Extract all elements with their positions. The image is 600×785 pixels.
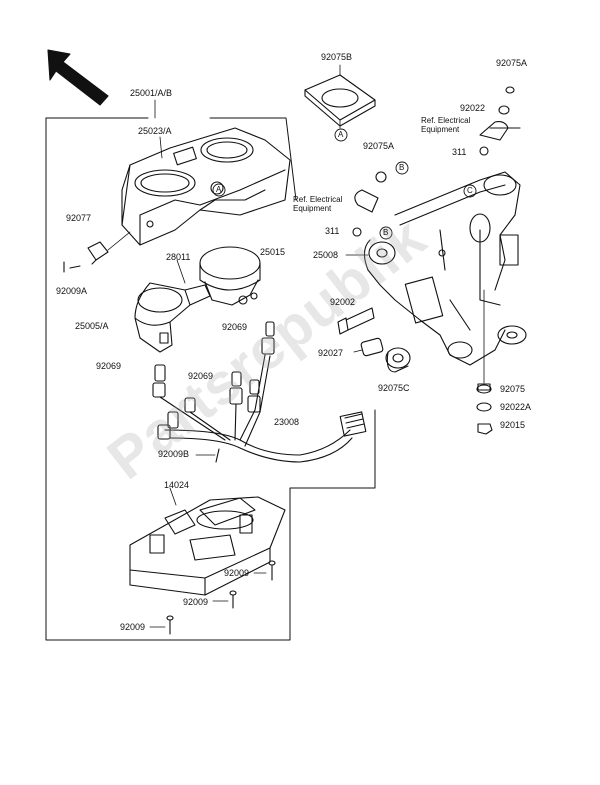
grommet-92075C [385,347,411,373]
part-92077-bulb [87,231,131,265]
collar-92027 [360,337,384,357]
label-92075A-mid: 92075A [363,141,395,151]
callout-B-top: B [399,163,405,172]
direction-arrow-icon [47,49,109,106]
label-14024: 14024 [164,480,190,490]
callout-A-grommet: A [338,130,344,139]
callout-C: C [467,186,473,195]
callout-circles [212,128,477,240]
meter-gauge-units [134,246,261,353]
bulb-sockets [152,321,275,440]
label-25005: 25005/A [75,321,109,331]
label-25015: 25015 [260,247,286,257]
label-311-top: 311 [452,147,467,157]
label-92002: 92002 [330,297,356,307]
label-ref-electrical-mid: Ref. Electrical Equipment [293,195,343,213]
label-92075C: 92075C [378,383,410,393]
label-92009-c: 92009 [120,622,146,632]
label-25008: 25008 [313,250,339,260]
label-92027: 92027 [318,348,344,358]
meter-housing [121,127,291,246]
label-92015: 92015 [500,420,526,430]
label-23008: 23008 [274,417,300,427]
callout-A-housing: A [216,185,222,194]
label-92009-a: 92009 [224,568,250,578]
assembly-border [45,117,376,641]
screws-92009 [63,261,276,635]
label-92069-b: 92069 [96,361,122,371]
label-92009B: 92009B [158,449,190,459]
label-92075B: 92075B [321,52,353,62]
label-92069-a: 92069 [222,322,248,332]
callout-B-bracket: B [383,228,389,237]
label-92077: 92077 [66,213,92,223]
label-92075: 92075 [500,384,526,394]
label-92009A: 92009A [56,286,88,296]
label-25001: 25001/A/B [130,88,173,98]
meter-bracket [363,171,527,366]
wiring-harness [159,354,367,463]
label-92009-b: 92009 [183,597,209,607]
label-92069-c: 92069 [188,371,214,381]
label-25023: 25023/A [138,126,172,136]
lower-cover [129,496,286,596]
grommet-92075B [304,64,376,129]
label-92022A: 92022A [500,402,532,412]
label-92022: 92022 [460,103,486,113]
label-28011: 28011 [166,252,191,262]
bolt-92002 [337,307,375,335]
label-92075A-top: 92075A [496,58,528,68]
label-311-mid: 311 [325,226,340,236]
label-ref-electrical-top: Ref. Electrical Equipment [421,116,471,134]
right-hardware [352,86,521,435]
